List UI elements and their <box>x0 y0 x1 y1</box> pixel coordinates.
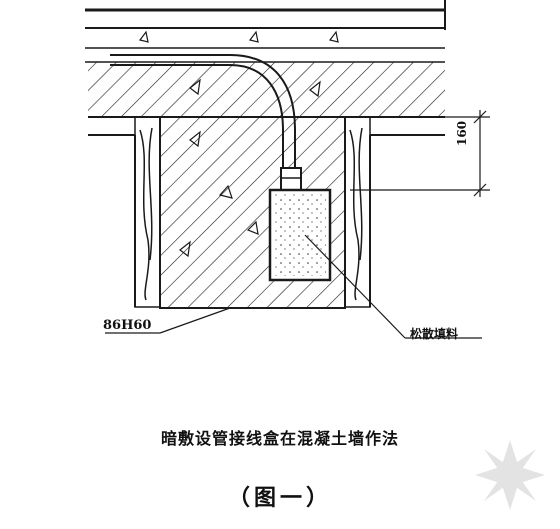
diagram-caption: 暗敷设管接线盒在混凝土墙作法 <box>160 429 399 448</box>
right-column <box>344 116 445 308</box>
leader-lines <box>105 234 482 339</box>
watermark-logo-icon <box>475 440 545 510</box>
concrete-slab <box>88 62 445 117</box>
ceiling-slab <box>85 0 446 63</box>
dimension-160 <box>350 110 490 197</box>
pipe-connector <box>280 167 302 191</box>
wall-junction-box-diagram <box>85 0 490 339</box>
box-model-label: 86H60 <box>103 318 152 333</box>
left-column <box>88 116 161 308</box>
fill-material-label: 松散填料 <box>410 327 459 341</box>
figure-number: （图一） <box>227 485 332 511</box>
dimension-label: 160 <box>455 120 469 146</box>
conduit-pipe <box>110 54 296 168</box>
